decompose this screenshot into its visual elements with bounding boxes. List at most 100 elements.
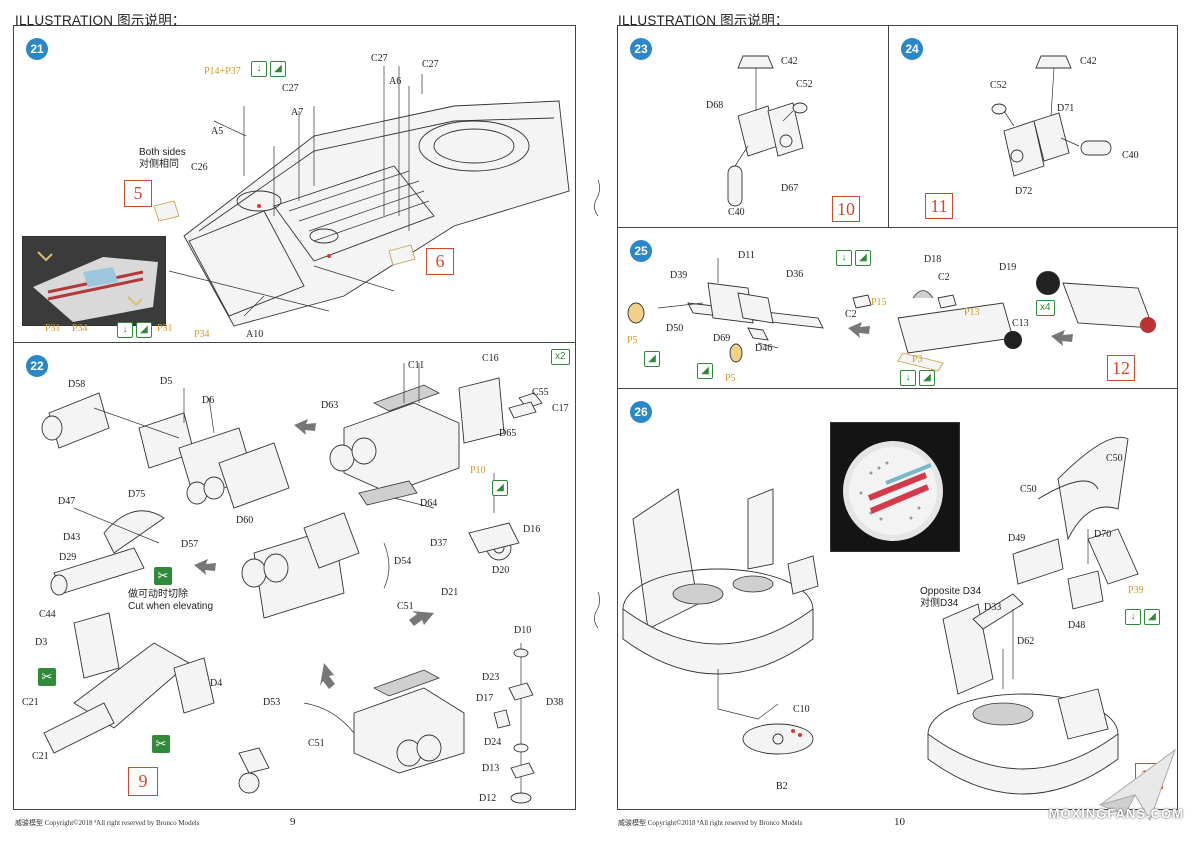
footer-copyright-right: Copyright©2018 ªAll right reserved by Br… <box>647 819 803 827</box>
step-25-panel: 25 D11 D39 D36 ↓ ◢ D18 D19 C2 P15 P13 C2… <box>617 227 1178 389</box>
label-c2-b: C2 <box>845 309 857 320</box>
label-d19: D19 <box>999 262 1017 273</box>
label-a7: A7 <box>291 107 304 118</box>
label-d70: D70 <box>1094 529 1112 540</box>
label-d3: D3 <box>35 637 48 648</box>
footer-copyright-left: Copyright©2018 ªAll right reserved by Br… <box>44 819 200 827</box>
label-d4: D4 <box>210 678 223 689</box>
label-d64: D64 <box>420 498 438 509</box>
label-c10: C10 <box>793 704 810 715</box>
label-c55: C55 <box>532 387 549 398</box>
label-d60: D60 <box>236 515 254 526</box>
label-c40: C40 <box>1122 150 1139 161</box>
label-p5-b: P5 <box>725 373 736 384</box>
label-p31-inset: P31 <box>45 323 61 334</box>
step-21-number: 21 <box>26 38 48 60</box>
cut-icon: ✂ <box>152 735 170 753</box>
label-d69: D69 <box>713 333 731 344</box>
step-25-drawing <box>627 258 1156 372</box>
glue-icon: ↓ <box>251 61 267 77</box>
quantity-x2-badge: x2 <box>551 349 570 365</box>
label-p13: P13 <box>964 307 980 318</box>
label-d68: D68 <box>706 100 724 111</box>
label-d23: D23 <box>482 672 500 683</box>
note-both-sides: Both sides 对侧相同 <box>139 147 186 170</box>
label-d20: D20 <box>492 565 510 576</box>
label-d21: D21 <box>441 587 459 598</box>
label-d39: D39 <box>670 270 688 281</box>
label-c21-a: C21 <box>22 697 39 708</box>
step-box-5: 5 <box>124 180 152 207</box>
step-21-panel: 21 <box>13 25 576 343</box>
label-d54: D54 <box>394 556 412 567</box>
glue-icon: ↓ <box>900 370 916 386</box>
step-box-6: 6 <box>426 248 454 275</box>
label-d24: D24 <box>484 737 502 748</box>
cement-icon: ◢ <box>919 370 935 386</box>
label-d48: D48 <box>1068 620 1086 631</box>
label-d67: D67 <box>781 183 799 194</box>
quantity-x4-badge: x4 <box>1036 300 1055 316</box>
step-24-panel: 24 C42 C52 D71 C40 D72 11 <box>888 25 1178 228</box>
step-box-10: 10 <box>832 196 860 222</box>
label-c50-b: C50 <box>1020 484 1037 495</box>
label-d13: D13 <box>482 763 500 774</box>
label-d38: D38 <box>546 697 564 708</box>
label-c42: C42 <box>781 56 798 67</box>
label-d12: D12 <box>479 793 497 804</box>
label-c2-a: C2 <box>938 272 950 283</box>
label-d6: D6 <box>202 395 215 406</box>
label-d16: D16 <box>523 524 541 535</box>
cement-icon: ◢ <box>136 322 152 338</box>
label-a10: A10 <box>246 329 264 340</box>
label-p3: P3 <box>912 354 923 365</box>
step-22-drawing <box>41 363 543 804</box>
label-c11: C11 <box>408 360 425 371</box>
label-d18: D18 <box>924 254 942 265</box>
label-c26: C26 <box>191 162 208 173</box>
label-d10: D10 <box>514 625 532 636</box>
glue-icon: ↓ <box>1125 609 1141 625</box>
label-d50: D50 <box>666 323 684 334</box>
step-25-number: 25 <box>630 240 652 262</box>
label-d71: D71 <box>1057 103 1075 114</box>
footer-left: 威骏模型 Copyright©2018 ªAll right reserved … <box>15 818 199 828</box>
cement-icon: ◢ <box>855 250 871 266</box>
label-c52: C52 <box>990 80 1007 91</box>
footer-right: 威骏模型 Copyright©2018 ªAll right reserved … <box>618 818 802 828</box>
label-c51-a: C51 <box>397 601 414 612</box>
label-d65: D65 <box>499 428 517 439</box>
label-d72: D72 <box>1015 186 1033 197</box>
step-21-drawing <box>153 66 570 327</box>
watermark-logo <box>1080 735 1190 835</box>
label-p31: P31 <box>157 323 173 334</box>
label-p14-p37: P14+P37 <box>204 66 241 77</box>
step-23-panel: 23 C42 C52 D68 D67 C40 10 <box>617 25 889 228</box>
cut-icon: ✂ <box>38 668 56 686</box>
note-cut-when-elevating: 做可动时切除 Cut when elevating <box>128 589 214 612</box>
label-d63: D63 <box>321 400 339 411</box>
step-24-drawing <box>991 55 1112 177</box>
label-d57: D57 <box>181 539 199 550</box>
label-c17: C17 <box>552 403 569 414</box>
label-c52: C52 <box>796 79 813 90</box>
label-c44: C44 <box>39 609 56 620</box>
label-d5: D5 <box>160 376 173 387</box>
page-header-right: ILLUSTRATION 图示说明： <box>618 13 789 28</box>
glue-icon: ↓ <box>836 250 852 266</box>
cement-icon: ◢ <box>697 363 713 379</box>
label-c40: C40 <box>728 207 745 218</box>
label-c27-c: C27 <box>422 59 439 70</box>
page-number-right: 10 <box>894 816 905 828</box>
label-b2: B2 <box>776 781 788 792</box>
direction-arrow-icon <box>294 419 316 435</box>
cement-icon: ◢ <box>492 480 508 496</box>
label-d11: D11 <box>738 250 755 261</box>
label-c50-a: C50 <box>1106 453 1123 464</box>
note-opposite-d34: Opposite D34 对侧D34 <box>920 586 982 609</box>
step-23-drawing <box>727 55 808 207</box>
step-26-panel: 26 <box>617 388 1178 810</box>
label-d17: D17 <box>476 693 494 704</box>
label-p15: P15 <box>871 297 887 308</box>
label-c51-b: C51 <box>308 738 325 749</box>
